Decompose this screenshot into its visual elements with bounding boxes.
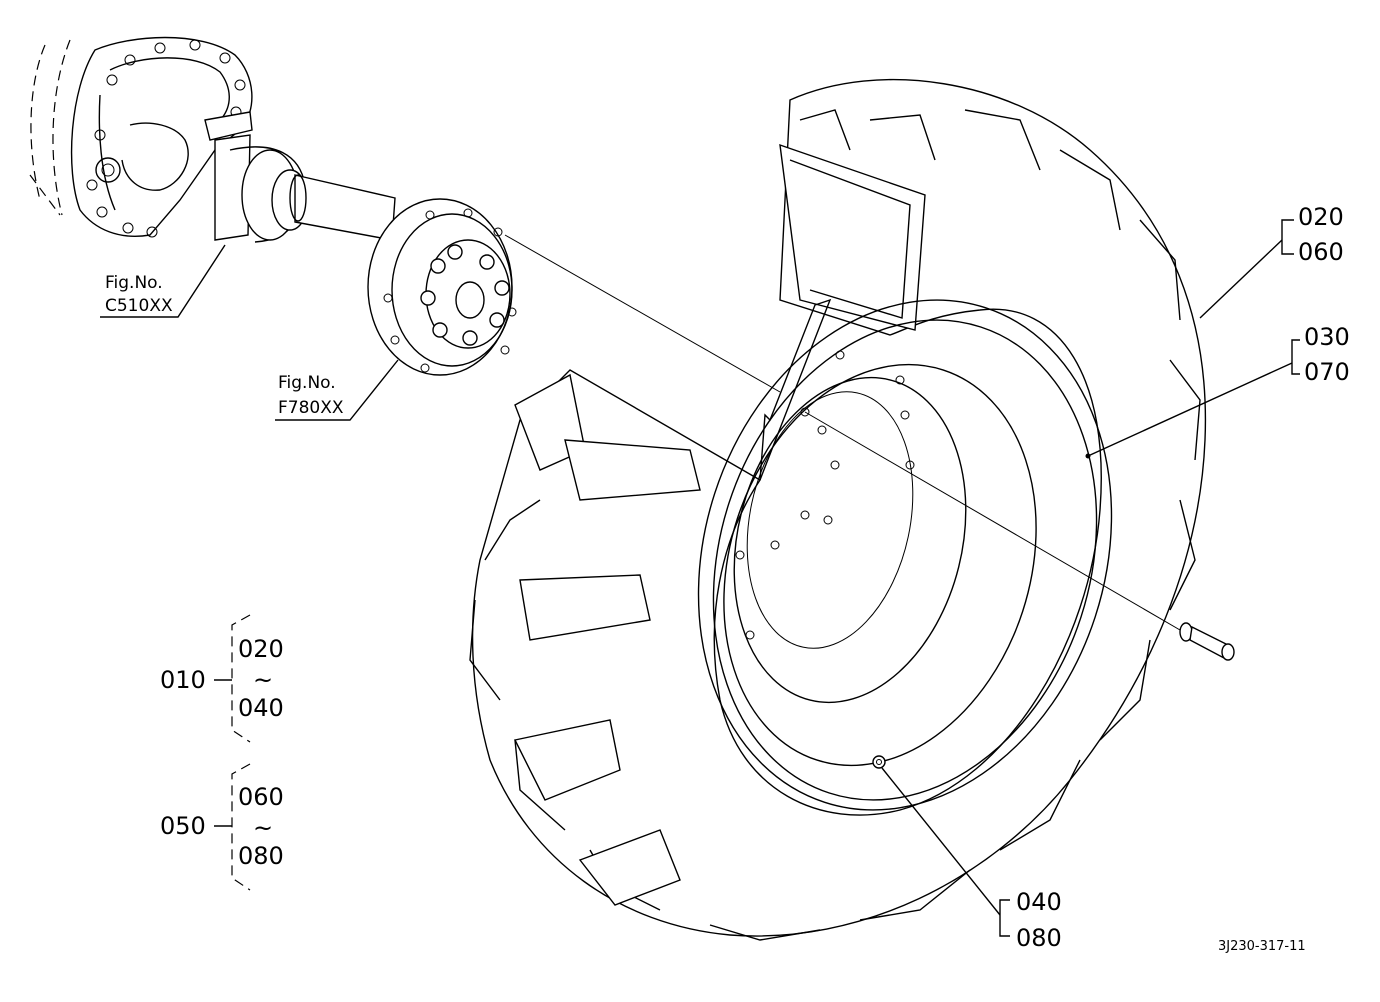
assembly-range-end: 040 — [238, 694, 284, 722]
assembly-group-010: 010 020 ~ 040 — [160, 614, 284, 743]
axle-shaft — [241, 149, 396, 241]
tire — [469, 79, 1207, 941]
final-drive-housing — [29, 36, 306, 243]
figure-ref-f780: Fig.No. F780XX — [275, 359, 399, 421]
assembly-range-tilde: ~ — [253, 666, 273, 694]
assembly-range-tilde: ~ — [253, 814, 273, 842]
callout-top-number: 040 — [1016, 888, 1062, 916]
hub-flange — [367, 198, 517, 376]
callout-rim: 030 070 — [1085, 323, 1350, 459]
wheel-bolt — [1179, 622, 1235, 661]
valve-stem — [872, 755, 886, 769]
leader-dot — [1085, 453, 1091, 459]
callout-bottom-number: 060 — [1298, 238, 1344, 266]
drawing-number: 3J230-317-11 — [1218, 939, 1306, 954]
assembly-code: 010 — [160, 666, 206, 694]
assembly-line-hub — [504, 234, 781, 393]
figure-ref-label: Fig.No. — [105, 273, 163, 293]
callout-valve: 040 080 — [881, 767, 1062, 952]
figure-ref-number: C510XX — [105, 296, 173, 316]
assembly-range-end: 080 — [238, 842, 284, 870]
figure-ref-label: Fig.No. — [278, 373, 336, 393]
assembly-line-bolt — [804, 411, 1181, 631]
callout-tire: 020 060 — [1199, 203, 1344, 319]
callout-top-number: 020 — [1298, 203, 1344, 231]
callout-bottom-number: 070 — [1304, 358, 1350, 386]
assembly-range-start: 020 — [238, 635, 284, 663]
wheel-rim — [697, 299, 1113, 811]
assembly-range-start: 060 — [238, 783, 284, 811]
assembly-group-050: 050 060 ~ 080 — [160, 763, 284, 891]
callout-top-number: 030 — [1304, 323, 1350, 351]
assembly-code: 050 — [160, 812, 206, 840]
figure-ref-c510: Fig.No. C510XX — [100, 244, 226, 318]
figure-ref-number: F780XX — [278, 398, 344, 418]
callout-bottom-number: 080 — [1016, 924, 1062, 952]
